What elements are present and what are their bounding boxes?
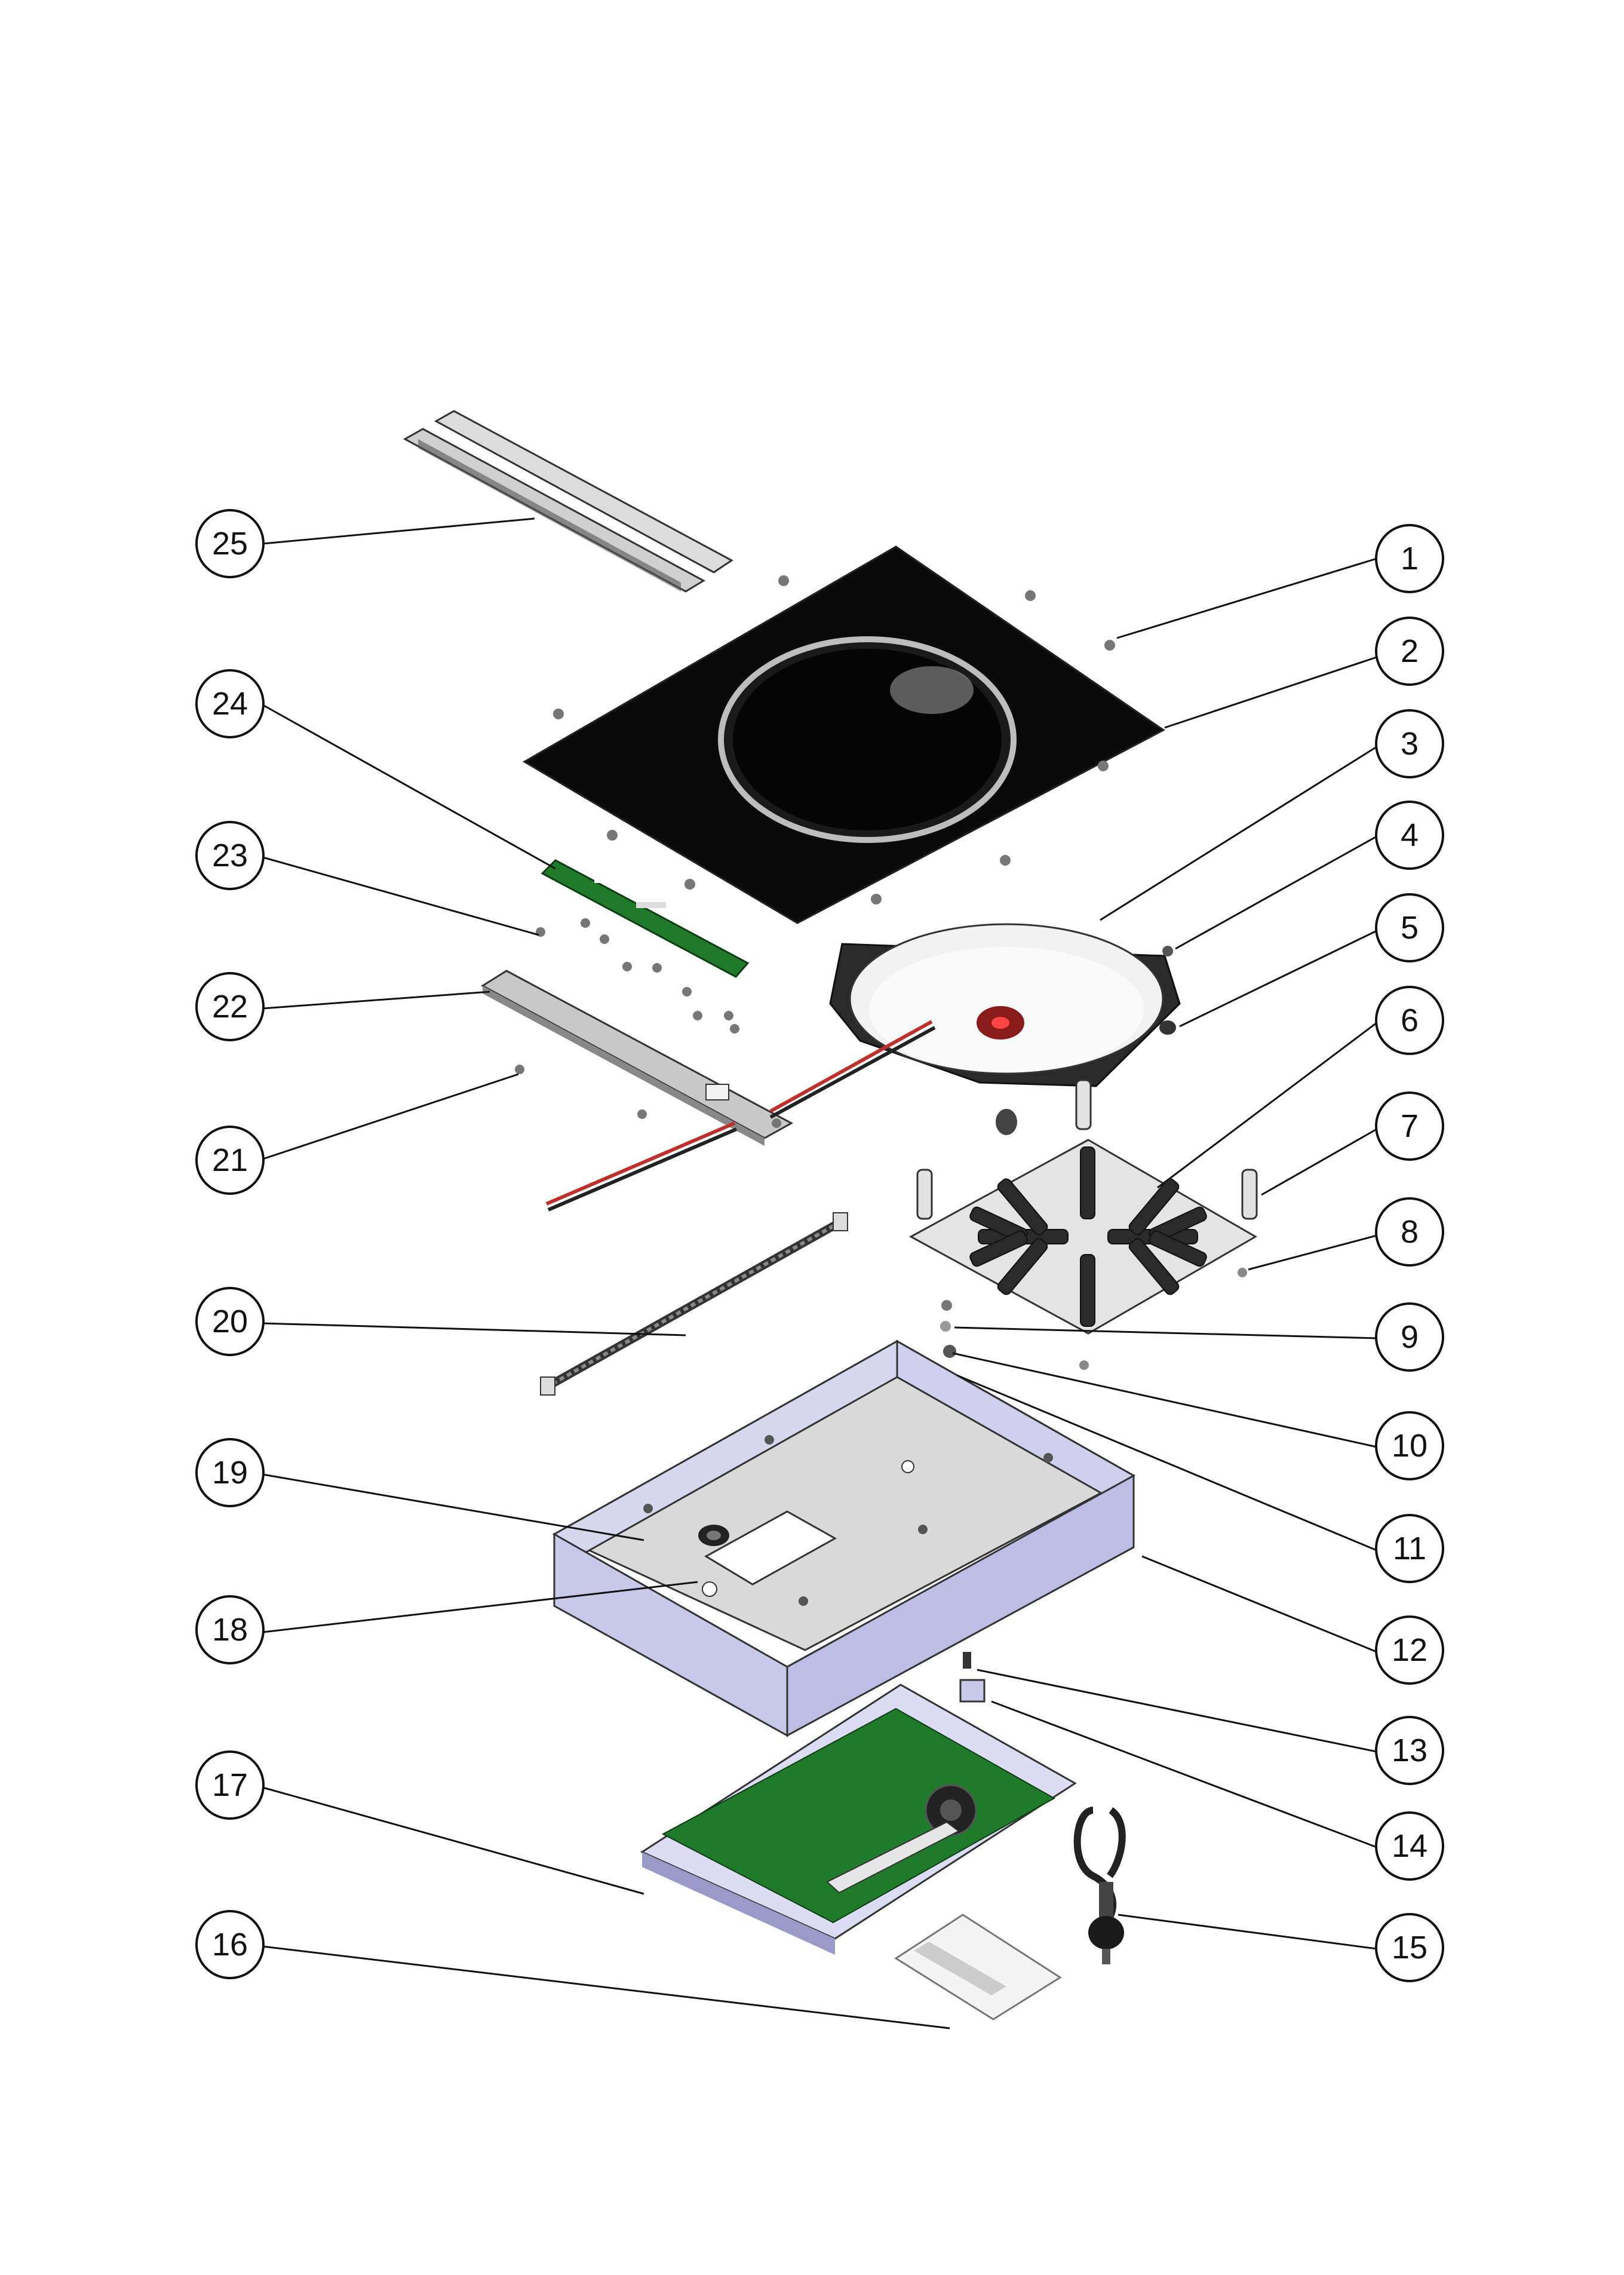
callout-16-label: 16 (212, 1927, 248, 1963)
callout-19: 19 (195, 1438, 265, 1507)
callout-6-label: 6 (1401, 1002, 1419, 1038)
callout-12: 12 (1375, 1615, 1444, 1685)
callout-15-label: 15 (1392, 1930, 1427, 1966)
part-21-cable (515, 1065, 781, 1212)
part-6-ferrite-plate (908, 1139, 1257, 1335)
callout-8-label: 8 (1401, 1214, 1419, 1250)
callout-3-label: 3 (1401, 726, 1419, 762)
part-24-control-pcb (541, 859, 750, 978)
part-17-power-board (640, 1684, 1077, 1955)
part-25-trim-strips (403, 410, 733, 593)
callout-5-label: 5 (1401, 910, 1419, 946)
callout-24-label: 24 (212, 686, 248, 722)
callout-5: 5 (1375, 893, 1444, 962)
callout-11-label: 11 (1393, 1531, 1426, 1566)
part-12-housing (552, 1339, 1136, 1737)
callout-2: 2 (1375, 617, 1444, 686)
callout-23: 23 (195, 821, 265, 890)
part-15-power-cord (1073, 1807, 1126, 1964)
callout-13-label: 13 (1392, 1733, 1427, 1768)
callout-24: 24 (195, 669, 265, 738)
callout-11: 11 (1375, 1514, 1444, 1583)
callout-7-label: 7 (1401, 1108, 1419, 1144)
callout-6: 6 (1375, 986, 1444, 1055)
part-13-14-clip (959, 1652, 986, 1703)
callout-1: 1 (1375, 524, 1444, 593)
callout-18: 18 (195, 1595, 265, 1664)
part-4-5-fittings (996, 946, 1176, 1135)
callout-25: 25 (195, 509, 265, 578)
callout-22: 22 (195, 972, 265, 1041)
callout-4-label: 4 (1401, 817, 1419, 853)
callout-17: 17 (195, 1750, 265, 1820)
callout-21-label: 21 (212, 1142, 248, 1178)
callout-17-label: 17 (212, 1767, 248, 1803)
callout-9-label: 9 (1401, 1319, 1419, 1355)
callout-10-label: 10 (1392, 1428, 1427, 1464)
callout-2-label: 2 (1401, 633, 1419, 669)
callout-14: 14 (1375, 1811, 1444, 1881)
part-1-screws (553, 575, 1115, 905)
part-3-bowl (829, 923, 1181, 1087)
callout-23-label: 23 (212, 838, 248, 873)
part-8-11-hardware (940, 1268, 1247, 1370)
part-20-ribbon-strip (540, 1212, 848, 1396)
part-23-fasteners (509, 918, 739, 1034)
callout-4: 4 (1375, 801, 1444, 870)
callout-16: 16 (195, 1910, 265, 1979)
part-2-glass-top-plate (523, 545, 1165, 924)
callout-18-label: 18 (212, 1612, 248, 1648)
callout-3: 3 (1375, 709, 1444, 778)
callout-19-label: 19 (212, 1455, 248, 1491)
callout-8: 8 (1375, 1197, 1444, 1267)
part-16-bag (894, 1914, 1062, 2020)
callout-10: 10 (1375, 1411, 1444, 1480)
callout-22-label: 22 (212, 989, 248, 1025)
callout-9: 9 (1375, 1302, 1444, 1372)
callout-13: 13 (1375, 1716, 1444, 1785)
callout-25-label: 25 (212, 526, 248, 562)
callout-7: 7 (1375, 1091, 1444, 1161)
callout-21: 21 (195, 1126, 265, 1195)
callout-1-label: 1 (1401, 541, 1419, 577)
callout-14-label: 14 (1392, 1828, 1427, 1864)
callout-12-label: 12 (1392, 1632, 1427, 1668)
part-22-board-bracket (481, 970, 936, 1146)
callout-15: 15 (1375, 1913, 1444, 1982)
leader-lines (262, 517, 1377, 2029)
callout-20: 20 (195, 1287, 265, 1356)
callout-20-label: 20 (212, 1304, 248, 1339)
